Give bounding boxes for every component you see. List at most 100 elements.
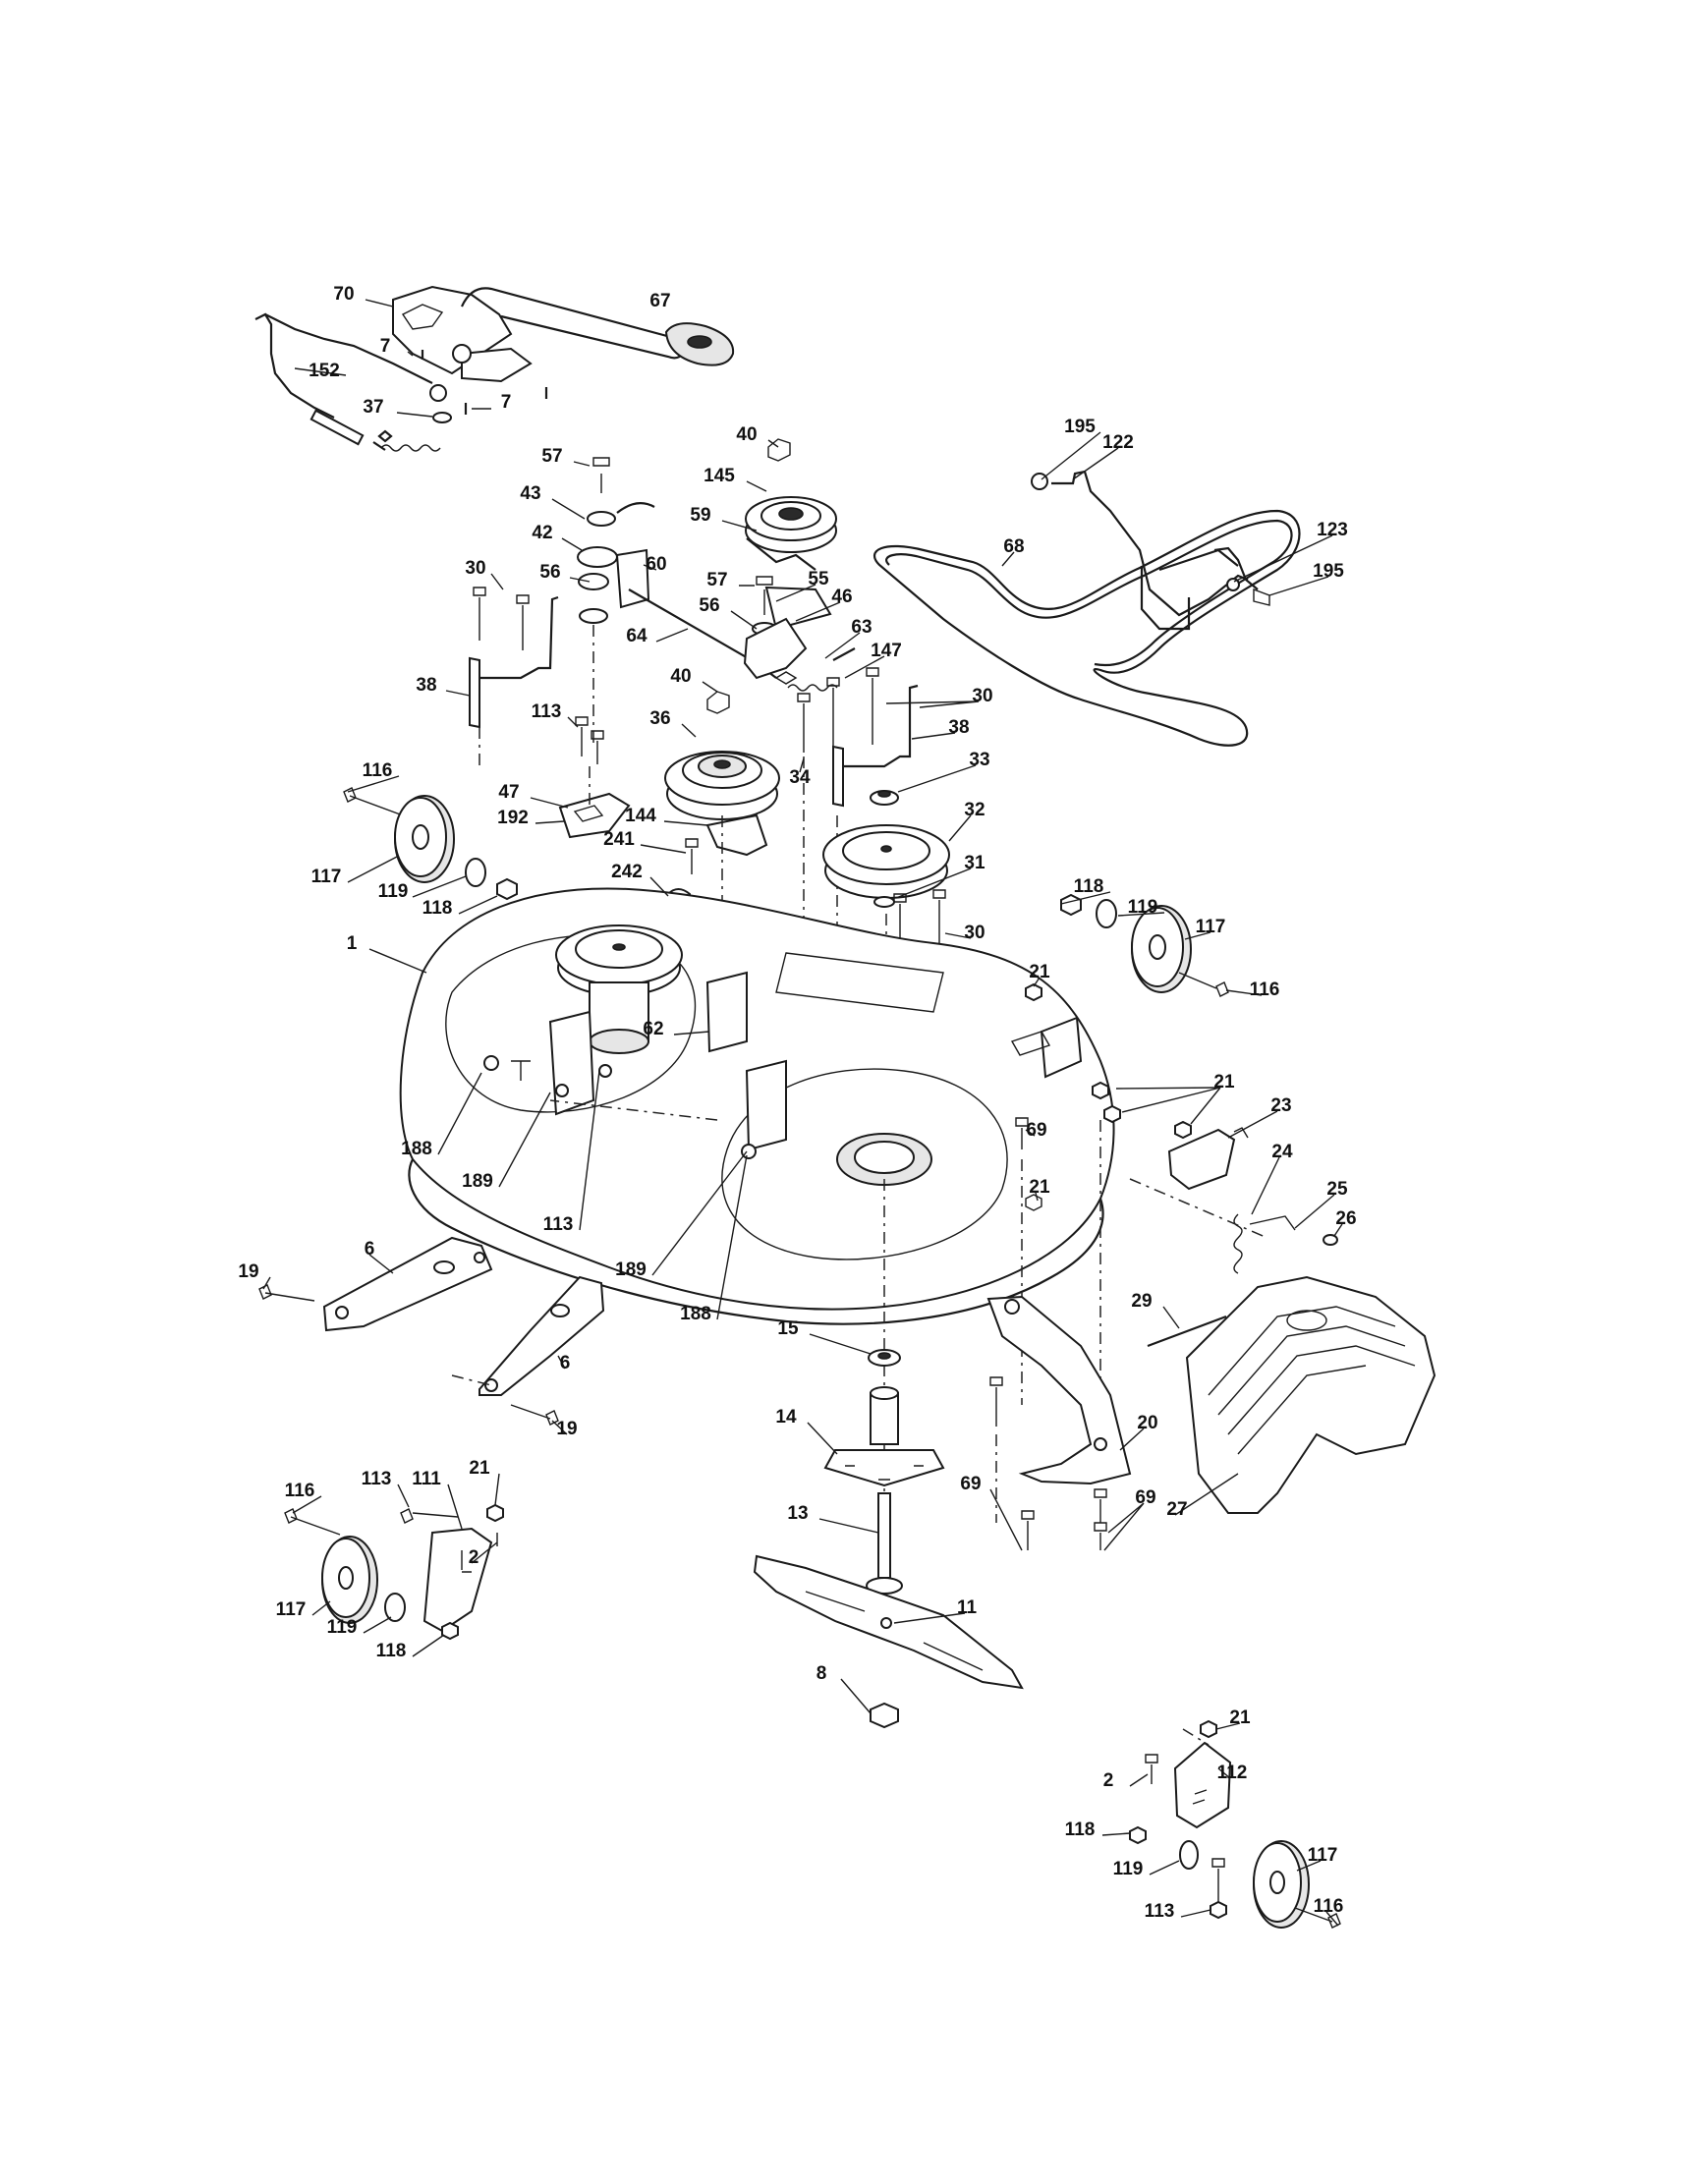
part-callout-46: 46	[831, 587, 852, 607]
part-callout-63: 63	[851, 617, 872, 638]
part-callout-42: 42	[532, 523, 552, 543]
belt-guide-122	[1031, 470, 1270, 631]
stabilizer-6	[258, 1236, 605, 1426]
part-callout-118: 118	[1065, 1820, 1096, 1840]
part-callout-195: 195	[1313, 561, 1344, 582]
pulley-32	[822, 790, 950, 1179]
part-callout-21: 21	[1213, 1072, 1235, 1092]
part-callout-55: 55	[808, 569, 829, 589]
part-callout-6: 6	[365, 1239, 375, 1260]
part-callout-152: 152	[309, 361, 340, 381]
part-callout-30: 30	[964, 923, 985, 943]
idler-pulley-145	[743, 438, 856, 692]
part-callout-111: 111	[412, 1469, 441, 1489]
part-callout-24: 24	[1271, 1142, 1293, 1162]
part-callout-70: 70	[333, 284, 354, 305]
part-callout-113: 113	[543, 1214, 574, 1235]
wheel-right-front	[1060, 893, 1229, 997]
part-callout-189: 189	[462, 1171, 493, 1192]
part-callout-21: 21	[1029, 1177, 1050, 1198]
part-callout-1: 1	[347, 933, 358, 954]
part-callout-38: 38	[948, 717, 969, 738]
part-callout-69: 69	[960, 1474, 981, 1494]
part-callout-30: 30	[465, 558, 485, 579]
part-callout-29: 29	[1131, 1291, 1152, 1312]
part-callout-11: 11	[957, 1597, 978, 1618]
part-callout-118: 118	[1074, 876, 1104, 897]
part-callout-119: 119	[1113, 1859, 1144, 1879]
part-callout-19: 19	[238, 1261, 258, 1282]
part-callout-32: 32	[964, 800, 985, 820]
part-callout-188: 188	[680, 1304, 711, 1324]
part-callout-57: 57	[706, 570, 727, 590]
part-callout-56: 56	[699, 595, 719, 616]
part-callout-113: 113	[1145, 1901, 1175, 1922]
part-callout-25: 25	[1326, 1179, 1348, 1200]
part-callout-57: 57	[541, 446, 562, 467]
discharge-chute-27	[1147, 1275, 1436, 1514]
part-callout-117: 117	[276, 1599, 307, 1620]
part-callout-20: 20	[1137, 1413, 1157, 1433]
part-callout-117: 117	[1308, 1845, 1338, 1866]
part-callout-13: 13	[787, 1503, 808, 1524]
part-callout-21: 21	[1029, 962, 1050, 982]
part-callout-67: 67	[649, 291, 670, 311]
part-callout-147: 147	[871, 641, 902, 661]
part-callout-59: 59	[690, 505, 710, 526]
part-callout-119: 119	[1128, 897, 1158, 918]
part-callout-145: 145	[704, 466, 735, 486]
mower-deck-1	[399, 887, 1115, 1325]
part-callout-144: 144	[625, 806, 656, 826]
part-callout-37: 37	[363, 397, 383, 418]
part-callout-21: 21	[1229, 1708, 1251, 1728]
part-callout-36: 36	[649, 708, 670, 729]
part-callout-7: 7	[501, 392, 512, 413]
part-callout-119: 119	[327, 1617, 358, 1638]
part-callout-64: 64	[626, 626, 647, 646]
part-callout-62: 62	[643, 1019, 663, 1039]
idler-bracket-left	[577, 457, 777, 747]
part-callout-113: 113	[532, 701, 562, 722]
part-callout-189: 189	[615, 1260, 647, 1280]
wheel-left-front	[343, 787, 518, 901]
part-callout-43: 43	[520, 483, 540, 504]
part-callout-118: 118	[376, 1641, 407, 1661]
lift-linkage	[254, 285, 687, 452]
part-callout-19: 19	[556, 1419, 577, 1439]
part-callout-8: 8	[816, 1663, 827, 1684]
part-callout-118: 118	[422, 898, 453, 919]
part-callout-116: 116	[1314, 1896, 1344, 1917]
part-callout-119: 119	[378, 881, 409, 902]
spindle-assembly	[753, 1179, 1024, 1729]
wheel-right-rear	[1129, 1719, 1341, 1929]
part-callout-31: 31	[964, 853, 985, 873]
part-callout-7: 7	[380, 336, 391, 357]
leader-lines	[262, 299, 1343, 1927]
part-callout-27: 27	[1166, 1499, 1187, 1520]
part-callout-117: 117	[1196, 917, 1226, 937]
rear-bracket-20	[986, 1295, 1132, 1550]
part-callout-14: 14	[775, 1407, 797, 1428]
part-callout-33: 33	[969, 750, 989, 770]
part-callout-116: 116	[1250, 980, 1280, 1000]
part-callout-69: 69	[1135, 1487, 1155, 1508]
part-callout-2: 2	[1103, 1770, 1114, 1791]
part-callout-21: 21	[469, 1458, 490, 1479]
part-callout-38: 38	[416, 675, 436, 696]
part-callout-242: 242	[611, 862, 643, 882]
part-callout-40: 40	[670, 666, 691, 687]
part-callout-23: 23	[1270, 1095, 1291, 1116]
part-callout-2: 2	[469, 1547, 479, 1568]
part-callout-122: 122	[1102, 432, 1134, 453]
handle-grip-67	[664, 322, 735, 366]
wheel-left-rear	[284, 1503, 504, 1641]
part-callout-47: 47	[498, 782, 519, 803]
part-callout-40: 40	[736, 424, 757, 445]
part-callout-117: 117	[311, 867, 342, 887]
part-callout-241: 241	[603, 829, 635, 850]
part-callout-188: 188	[401, 1139, 432, 1159]
part-callout-113: 113	[362, 1469, 392, 1489]
part-callout-56: 56	[539, 562, 560, 583]
